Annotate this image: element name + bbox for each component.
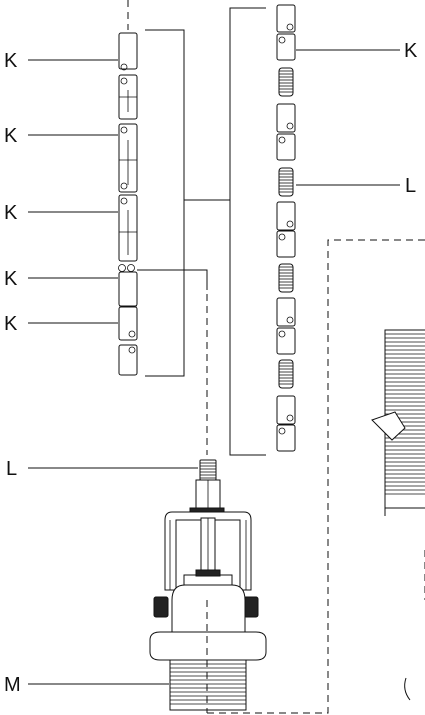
left-bracket <box>145 29 185 377</box>
spring-part <box>278 167 294 197</box>
axis-connector <box>137 269 208 290</box>
spring-part <box>278 263 294 293</box>
label-k-right: K <box>404 40 418 62</box>
link-part <box>118 74 138 120</box>
right-bracket <box>229 7 266 456</box>
base-assembly <box>149 459 267 713</box>
link-part <box>276 395 296 425</box>
label-k-1: K <box>4 50 18 72</box>
link-part <box>276 230 296 258</box>
link-part <box>276 103 296 133</box>
link-part <box>118 306 138 341</box>
spring-part <box>278 359 294 389</box>
label-l-right: L <box>405 175 416 197</box>
label-l-left: L <box>6 458 17 480</box>
label-k-5: K <box>4 313 18 335</box>
cutaway-component <box>371 329 425 701</box>
link-part <box>118 194 138 262</box>
link-part <box>118 32 138 71</box>
link-part <box>276 33 296 61</box>
link-part <box>276 4 296 33</box>
label-m: M <box>4 674 21 696</box>
assembly-guide <box>207 239 425 714</box>
link-part <box>276 201 296 231</box>
labels: K K K K K K L L M <box>4 40 418 696</box>
leader-lines <box>28 49 400 685</box>
label-k-2: K <box>4 125 18 147</box>
spring-part <box>278 67 294 97</box>
link-part <box>276 327 296 355</box>
left-chain <box>118 0 230 377</box>
link-part <box>118 344 138 376</box>
link-part <box>118 264 138 307</box>
right-chain <box>229 4 296 456</box>
link-part <box>276 424 296 452</box>
link-part <box>276 297 296 327</box>
label-k-3: K <box>4 202 18 224</box>
label-k-4: K <box>4 268 18 290</box>
link-part <box>118 123 138 193</box>
link-part <box>276 133 296 161</box>
